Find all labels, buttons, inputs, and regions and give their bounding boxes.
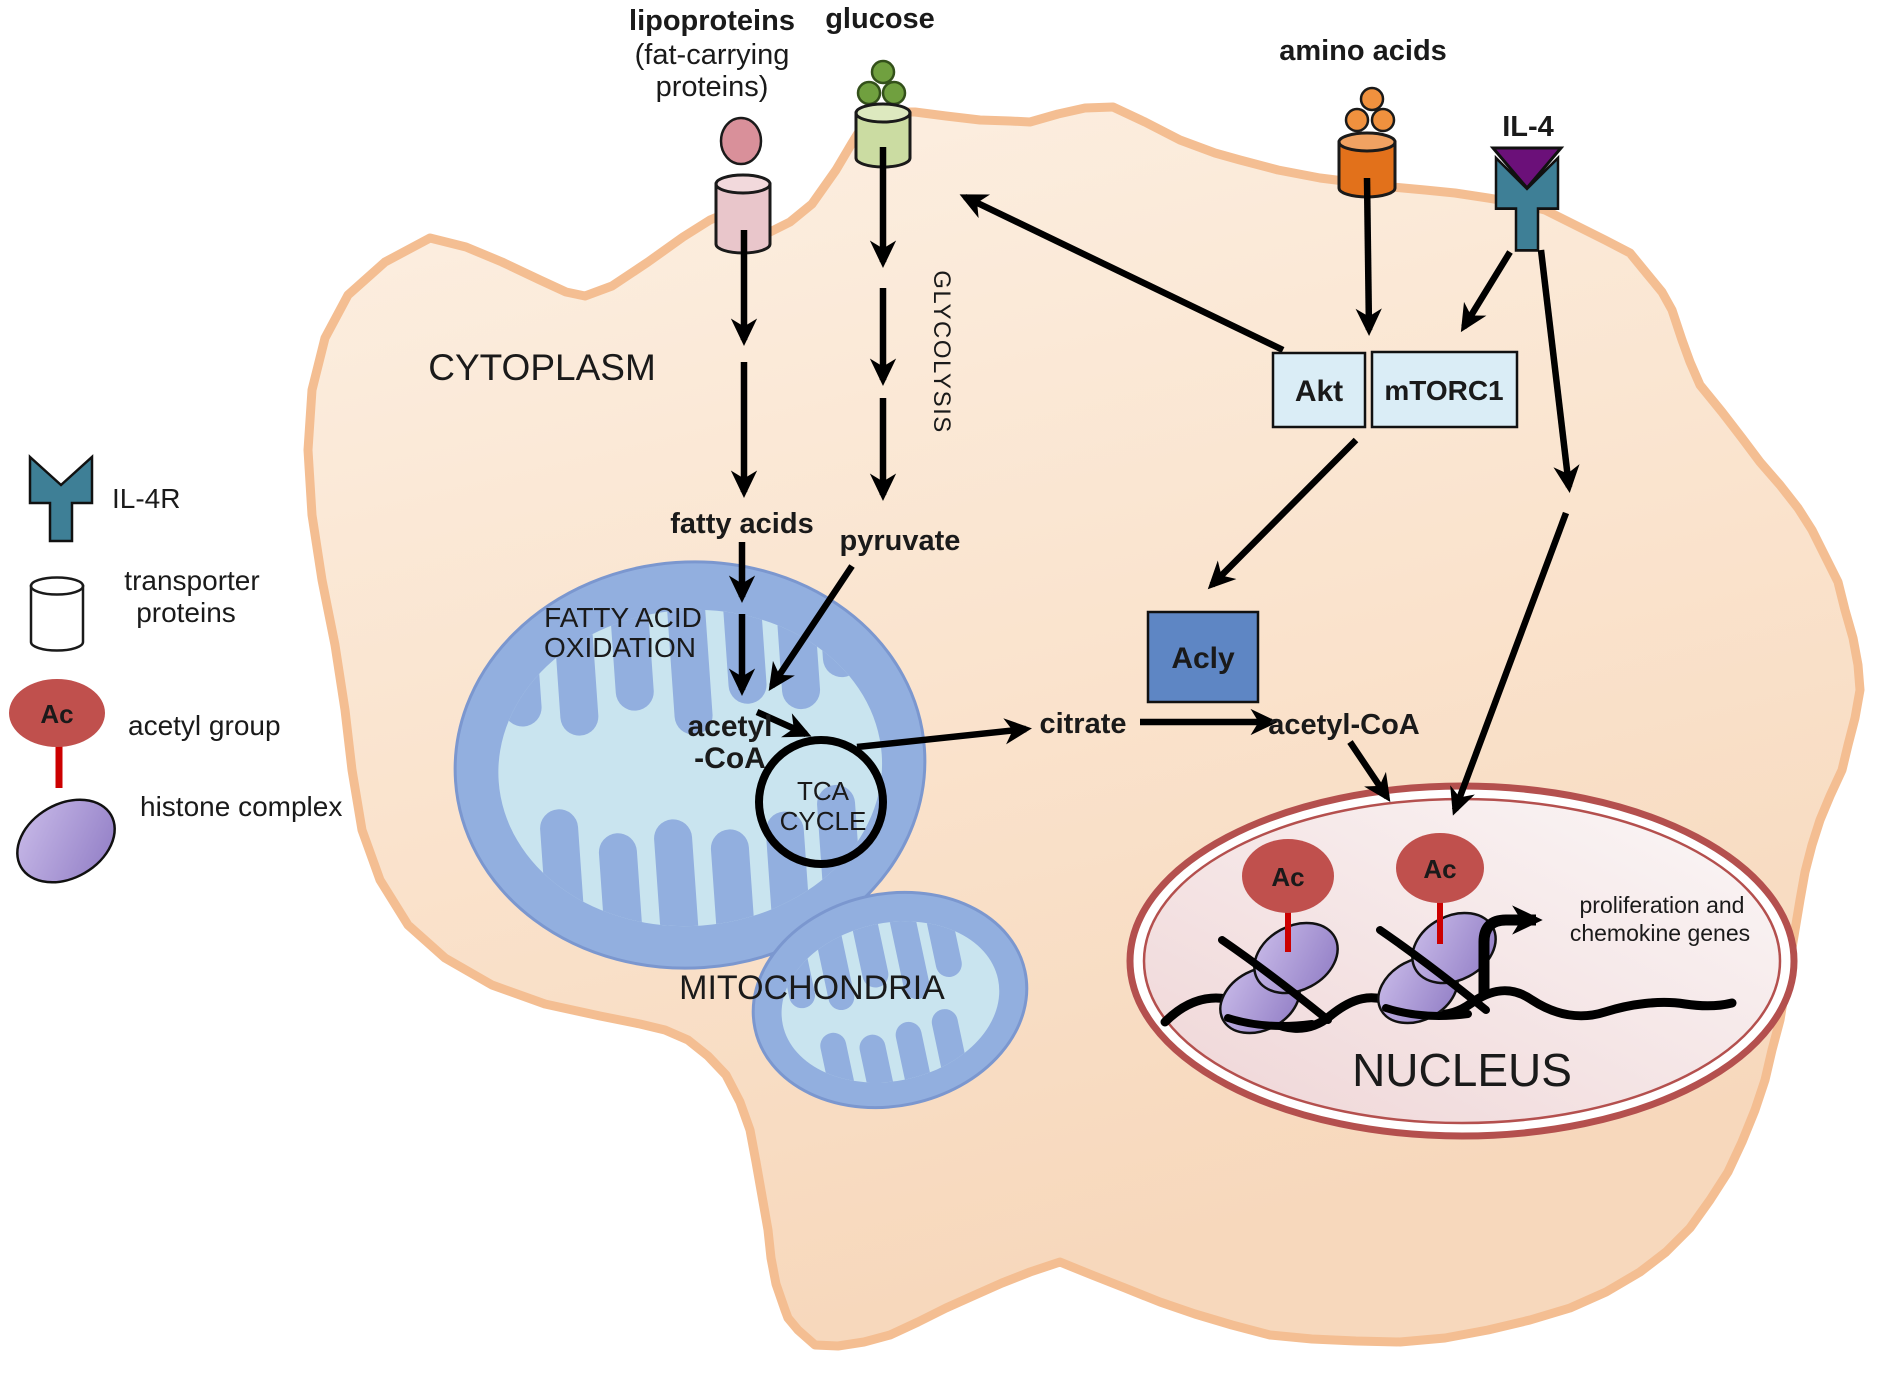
gene-label-line1: proliferation and	[1580, 892, 1745, 918]
il4-label: IL-4	[1502, 111, 1554, 143]
arrow-akt-to-glucose-uptake	[959, 194, 1285, 353]
histone-complex-1	[1218, 921, 1339, 1035]
amino-acids-label: amino acids	[1279, 35, 1447, 67]
arrow-pyruvate-to-mitochondria	[768, 564, 855, 691]
histone-complex-2	[1376, 911, 1497, 1025]
arrow-tca-to-citrate	[856, 718, 1032, 751]
glucose-transporter	[854, 102, 912, 169]
arrow-acetylcoa-to-tca	[755, 709, 812, 738]
lipoprotein-particle	[719, 116, 763, 166]
lipoprotein-transporter	[714, 173, 772, 255]
arrow-acetylcoa-to-nucleus	[1347, 740, 1391, 802]
legend-acetyl-label: acetyl group	[128, 710, 281, 741]
pyruvate-label: pyruvate	[840, 525, 961, 557]
acetyl-mark-2: Ac	[1396, 833, 1484, 944]
arrow-akt-to-acly	[1207, 437, 1359, 590]
ac-symbol-1: Ac	[1271, 862, 1304, 892]
legend-histone-label: histone complex	[140, 791, 342, 822]
transcription-start-arrow	[1478, 905, 1543, 994]
mtorc1-label: mTORC1	[1384, 375, 1503, 406]
akt-box: Akt	[1271, 351, 1367, 429]
legend-transporter-label-line1: transporter	[124, 565, 259, 596]
mtorc1-box: mTORC1	[1370, 350, 1519, 429]
legend-histone-icon	[16, 798, 116, 884]
akt-label: Akt	[1295, 375, 1343, 408]
legend-il4r-label: IL-4R	[112, 483, 180, 514]
lipoproteins-label-line3: proteins)	[656, 71, 769, 103]
il4-ligand-triangle	[1489, 146, 1565, 191]
glucose-label: glucose	[825, 3, 935, 35]
acetyl-coa-mito-line2: -CoA	[694, 742, 766, 775]
arrow-aminoacids-to-kinases	[1355, 177, 1382, 337]
legend-acetyl-icon: Ac	[9, 679, 105, 788]
mitochondrion-small	[751, 890, 1029, 1110]
glucose-molecules	[856, 59, 907, 106]
arrow-il4r-to-nucleus-2	[1450, 511, 1570, 816]
arrow-il4r-to-nucleus-1	[1537, 249, 1580, 493]
acetyl-mark-1: Ac	[1242, 839, 1334, 952]
legend-ac-symbol: Ac	[40, 699, 73, 729]
mitochondria-label: MITOCHONDRIA	[679, 969, 945, 1007]
nucleus-label: NUCLEUS	[1352, 1044, 1572, 1096]
amino-acid-transporter	[1337, 131, 1397, 199]
gene-label-line2: chemokine genes	[1570, 920, 1750, 946]
acly-box: Acly	[1146, 610, 1260, 704]
legend-transporter-icon	[29, 576, 85, 652]
lipoproteins-label-line2: (fat-carrying	[635, 39, 790, 71]
lipoproteins-label-line1: lipoproteins	[629, 5, 795, 37]
legend-transporter-label-line2: proteins	[136, 597, 236, 628]
tca-label-line2: CYCLE	[780, 806, 867, 836]
tca-cycle-ring	[755, 736, 887, 868]
legend-il4r-icon	[28, 455, 94, 543]
amino-acid-molecules	[1344, 86, 1396, 133]
citrate-label: citrate	[1039, 708, 1126, 740]
legend: IL-4R transporter proteins Ac acetyl gro…	[9, 455, 342, 884]
tca-label-line1: TCA	[797, 776, 850, 806]
arrow-il4r-to-mtorc1	[1460, 250, 1513, 333]
acetyl-coa-mito-line1: acetyl	[687, 710, 772, 743]
ac-symbol-2: Ac	[1423, 854, 1456, 884]
fatty-acid-oxidation-line1: FATTY ACID	[544, 602, 702, 633]
cytoplasm-label: CYTOPLASM	[428, 347, 656, 388]
acly-label: Acly	[1171, 642, 1235, 675]
acetyl-coa-cytosol-label: acetyl-CoA	[1268, 709, 1420, 741]
fatty-acids-label: fatty acids	[670, 508, 813, 540]
fatty-acid-oxidation-line2: OXIDATION	[544, 632, 696, 663]
glycolysis-label: GLYCOLYSIS	[928, 270, 955, 434]
